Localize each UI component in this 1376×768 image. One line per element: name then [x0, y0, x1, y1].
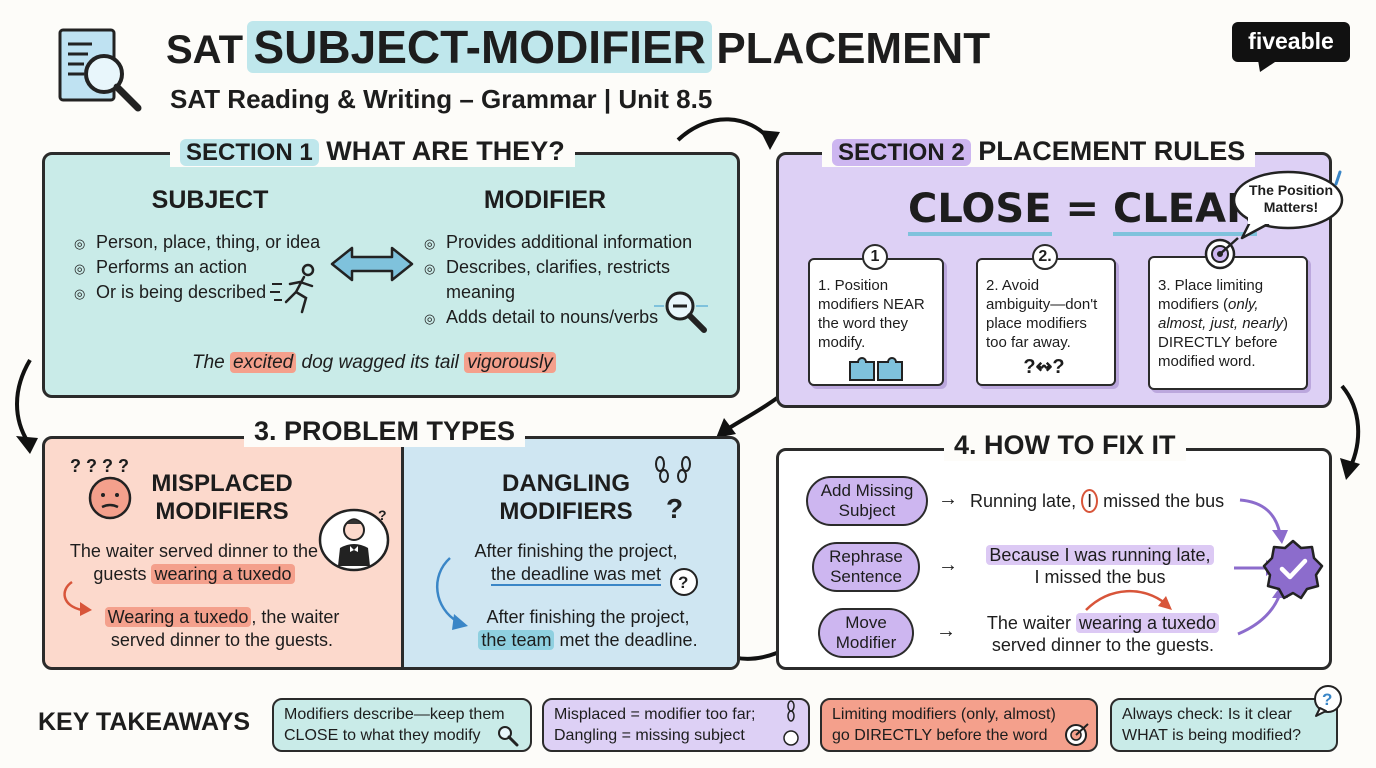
- dangling-example-2: After finishing the project, the team me…: [448, 606, 728, 652]
- takeaway-magnifier-icon: [498, 726, 519, 747]
- misplaced-heading: MISPLACED MODIFIERS: [151, 470, 293, 525]
- modifier-heading: MODIFIER: [483, 186, 607, 214]
- list-item: Performs an action: [74, 255, 334, 281]
- section3-title: 3. PROBLEM TYPES: [244, 416, 526, 447]
- svg-text:?: ?: [666, 493, 683, 524]
- section1-title: SECTION 1 WHAT ARE THEY?: [170, 136, 575, 167]
- fix-example-1: Running late, I missed the bus: [970, 489, 1225, 513]
- ambiguity-symbol: ?↭?: [1023, 356, 1065, 378]
- list-item: Describes, clarifies, restricts meaning: [424, 255, 694, 305]
- brand-logo: fiveable: [1232, 22, 1350, 62]
- rule-card-3: 3. Place limiting modifiers (only, almos…: [1148, 256, 1308, 390]
- logo-tail-icon: [1258, 60, 1278, 72]
- question-bubble-icon: ?: [670, 568, 698, 596]
- list-item: Or is being described: [74, 280, 334, 306]
- target-icon: [1204, 237, 1239, 270]
- list-item: Person, place, thing, or idea: [74, 230, 334, 256]
- fix-example-3: The waiter wearing a tuxedo served dinne…: [968, 612, 1238, 656]
- fix-label-move: Move Modifier: [818, 608, 914, 658]
- magnifier-icon: [654, 291, 708, 333]
- modifier-list: Provides additional information Describe…: [424, 230, 724, 331]
- fix-arrow-1: →: [938, 488, 958, 510]
- dangling-arrow: [436, 557, 468, 630]
- list-item: Provides additional information: [424, 230, 724, 256]
- section1-example: The excited dog wagged its tail vigorous…: [192, 352, 556, 374]
- magnifier-document-icon: [58, 28, 142, 112]
- runner-icon: [270, 263, 315, 314]
- fix-example-2: Because I was running late, I missed the…: [970, 544, 1230, 588]
- page-title: SAT SUBJECT-MODIFIER PLACEMENT: [166, 21, 991, 73]
- takeaway-target-icon: [1065, 723, 1089, 746]
- key-takeaways-heading: KEY TAKEAWAYS: [38, 708, 251, 736]
- fix-label-rephrase: Rephrase Sentence: [812, 542, 920, 592]
- dangling-panel-bg: [403, 439, 737, 667]
- chain-icon: ?: [655, 456, 691, 524]
- takeaway-chain-face-icon: [783, 700, 799, 746]
- rule-number-1: 1: [862, 244, 888, 270]
- svg-text:?: ?: [378, 507, 387, 523]
- dangling-heading: DANGLING MODIFIERS: [499, 470, 633, 525]
- close-equals-clear: CLOSE = CLEAR: [908, 186, 1257, 236]
- fix-arrow-2: →: [938, 554, 958, 576]
- confused-face-icon: [88, 476, 132, 520]
- takeaway-1: Modifiers describe—keep them CLOSE to wh…: [272, 698, 532, 752]
- double-arrow-icon: [330, 246, 414, 282]
- position-matters-bubble: The Position Matters!: [1249, 182, 1333, 215]
- dangling-example-1: After finishing the project, the deadlin…: [474, 541, 678, 586]
- section3-divider: [401, 439, 404, 667]
- section-problem-types: [42, 436, 740, 670]
- waiter-icon: ?: [318, 507, 390, 572]
- speech-bubble-shape: [1232, 170, 1344, 240]
- subject-list: Person, place, thing, or idea Performs a…: [74, 230, 334, 306]
- fix-label-add-subject: Add Missing Subject: [806, 476, 928, 526]
- list-item: Adds detail to nouns/verbs: [424, 305, 724, 331]
- section2-title: SECTION 2 PLACEMENT RULES: [822, 136, 1256, 167]
- svg-text:?: ?: [678, 573, 688, 592]
- rule-number-2: 2.: [1032, 244, 1058, 270]
- rule-card-2: 2. Avoid ambiguity—don't place modifiers…: [976, 258, 1116, 386]
- check-badge-icon: [1262, 539, 1324, 600]
- takeaway-question-icon: ?: [1314, 685, 1342, 717]
- page-subtitle: SAT Reading & Writing – Grammar | Unit 8…: [170, 84, 713, 114]
- move-arc-arrow: [1085, 590, 1172, 611]
- fix-arrow-3: →: [936, 620, 956, 642]
- takeaway-3: Limiting modifiers (only, almost) go DIR…: [820, 698, 1098, 752]
- rule-card-1: 1. Position modifiers NEAR the word they…: [808, 258, 944, 386]
- puzzle-icon: [849, 357, 903, 381]
- misplaced-arrow: [63, 580, 92, 616]
- subject-heading: SUBJECT: [151, 186, 269, 214]
- svg-text:?: ?: [1322, 690, 1332, 709]
- misplaced-example-1: The waiter served dinner to the guests w…: [69, 541, 319, 584]
- misplaced-example-2: Wearing a tuxedo, the waiter served dinn…: [92, 606, 352, 652]
- section4-title: 4. HOW TO FIX IT: [944, 430, 1186, 461]
- takeaway-2: Misplaced = modifier too far; Dangling =…: [542, 698, 810, 752]
- misplaced-qmarks: ? ? ? ?: [70, 456, 129, 476]
- takeaway-4: Always check: Is it clear WHAT is being …: [1110, 698, 1338, 752]
